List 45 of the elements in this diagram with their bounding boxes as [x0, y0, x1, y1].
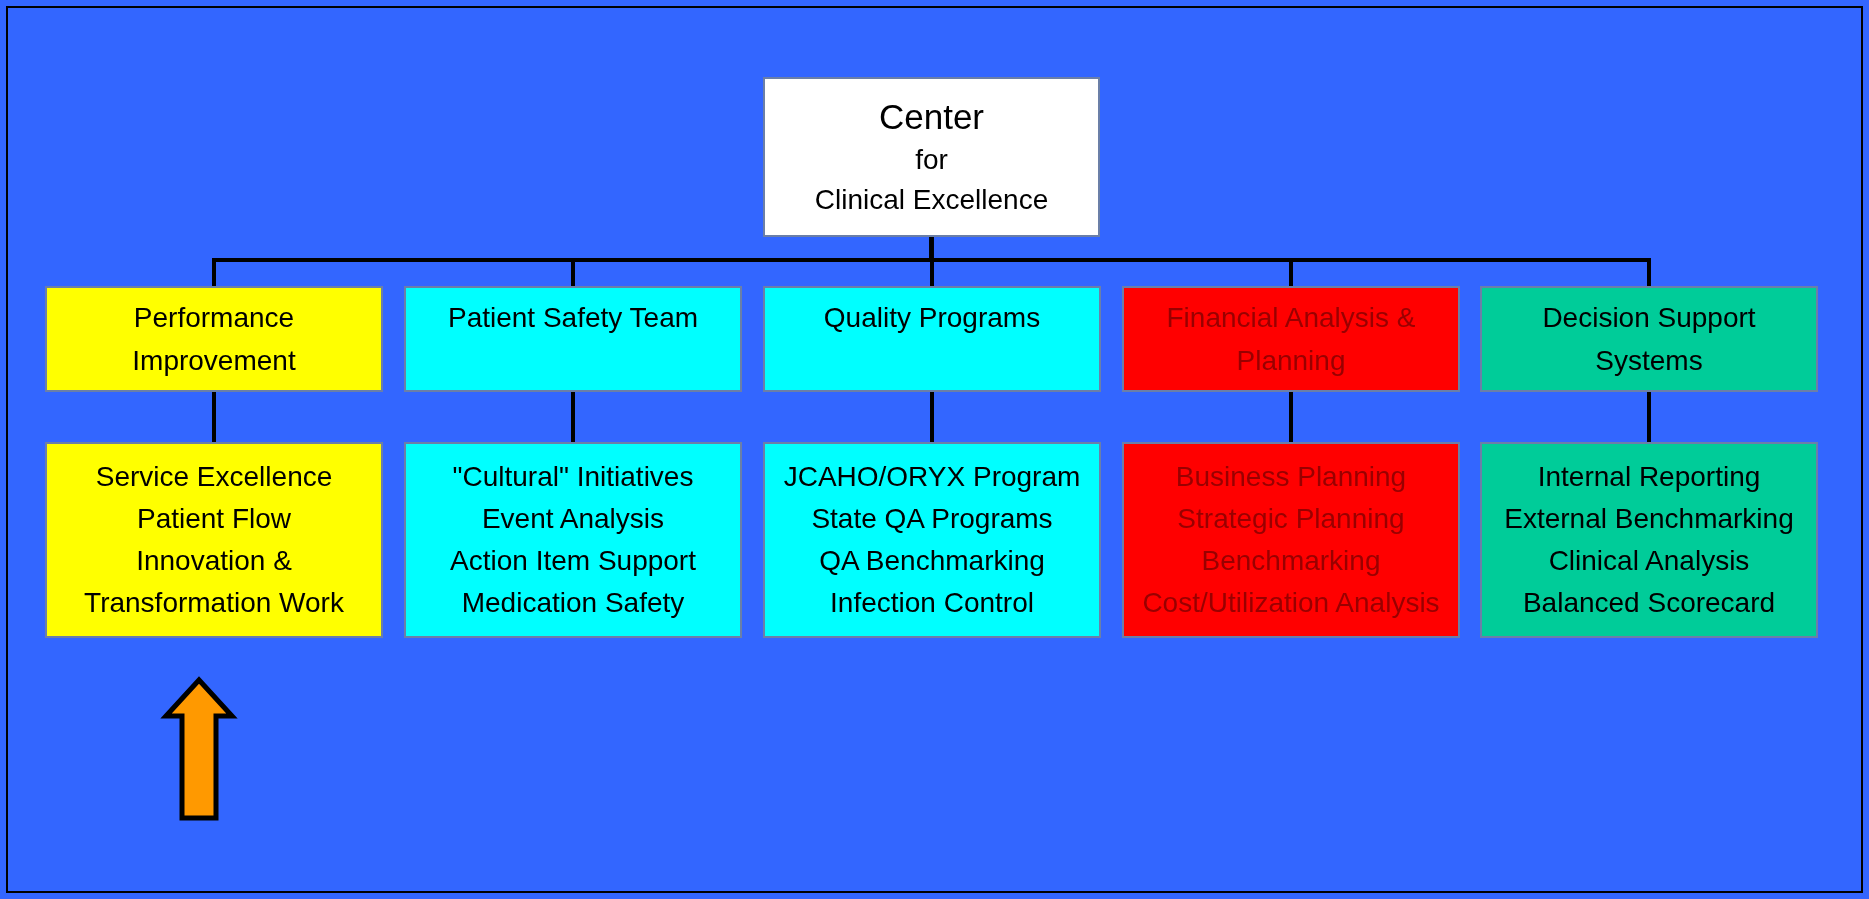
department-box [45, 286, 383, 392]
department-box [404, 286, 742, 392]
function-item: Business Planning [1175, 460, 1407, 494]
function-item: Innovation & Transformation Work [83, 544, 345, 620]
function-item: Benchmarking [1201, 544, 1381, 578]
function-item: Medication Safety [461, 586, 685, 620]
connector-line [930, 392, 934, 442]
function-item: Patient Flow [136, 502, 292, 536]
function-item: Event Analysis [481, 502, 665, 536]
function-item: JCAHO/ORYX Program [783, 460, 1081, 494]
function-item: External Benchmarking [1504, 502, 1794, 536]
connector-line [1647, 392, 1651, 442]
department-name: Decision Support Systems [1541, 301, 1757, 378]
org-box [763, 77, 1100, 237]
box-title: Center [878, 96, 985, 138]
department-box [1480, 286, 1818, 392]
function-item: QA Benchmarking [819, 544, 1045, 578]
function-list-box [763, 442, 1101, 638]
department-box [1122, 286, 1460, 392]
department-name: Performance Improvement [131, 301, 297, 378]
department-name: Quality Programs [823, 301, 1041, 335]
department-box [763, 286, 1101, 392]
box-title: for [915, 143, 948, 177]
function-list-box [45, 442, 383, 638]
function-list-box [404, 442, 742, 638]
function-item: Infection Control [830, 586, 1034, 620]
box-title: Clinical Excellence [814, 183, 1049, 217]
function-item: Cost/Utilization Analysis [1142, 586, 1440, 620]
department-name: Patient Safety Team [447, 301, 699, 335]
function-item: Strategic Planning [1177, 502, 1405, 536]
function-item: Clinical Analysis [1548, 544, 1750, 578]
connector-line [1289, 392, 1293, 442]
function-list-box [1480, 442, 1818, 638]
function-list-box [1122, 442, 1460, 638]
function-item: Balanced Scorecard [1522, 586, 1776, 620]
connector-line [212, 392, 216, 442]
block-arrow [160, 676, 238, 821]
function-item: Internal Reporting [1537, 460, 1761, 494]
function-item: "Cultural" Initiatives [452, 460, 694, 494]
connector-line [571, 392, 575, 442]
function-item: Action Item Support [450, 544, 696, 578]
function-item: State QA Programs [811, 502, 1053, 536]
department-name: Financial Analysis & Planning [1165, 301, 1417, 378]
function-item: Service Excellence [95, 460, 333, 494]
connector-line [929, 237, 1651, 286]
